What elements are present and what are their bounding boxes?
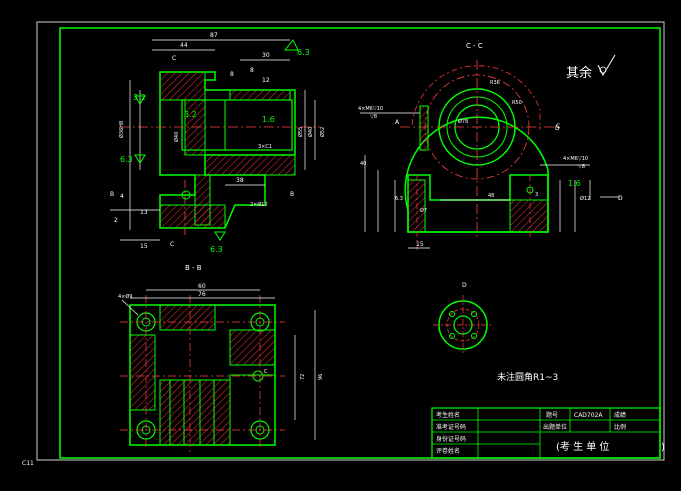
fillet-note: 未注圆角R1~3 [497,371,558,383]
dim-13: 13 [140,209,148,216]
dim-3c1: 3×C1 [258,144,272,150]
dim-40b: Ø40 [307,127,314,137]
front-view: 87 44 30 6.3 8 8 12 3.2 1.6 6.3 3.2 6.3 … [110,32,326,254]
coord-label: C11 [22,460,34,467]
dim-87: 87 [210,32,218,39]
rest-roughness-label: 其余 [566,65,592,81]
tb-r0c0: 考生姓名 [436,411,460,419]
view-d-title: D [462,282,467,289]
cc-dim-m6-right: 4×M6▽10 [563,156,588,162]
view-d: D 未注圆角R1~3 [433,282,558,383]
inner-frame [59,27,661,459]
title-block: 考生姓名 题号 CAD702A 成绩 准考证号码 出题单位 比例 身份证号码 评… [431,407,665,459]
dim-4: 4 [120,193,124,200]
tb-r1c0: 准考证号码 [436,423,466,431]
bb-label-c: C [264,369,268,375]
bb-dim-4x9: 4×Ø9 [118,293,133,300]
section-bb-view: B - B [118,264,324,455]
cc-roughness-1-6: 1.6 [568,179,581,188]
cc-label-a: A [395,119,400,126]
cc-dim-m6-left: 4×M6▽10 [358,106,383,112]
tb-close-paren: ) [661,442,665,453]
tb-r0c4: 成绩 [614,411,626,419]
tb-r3c0: 评卷姓名 [436,447,460,455]
roughness-symbol-icon [597,54,616,77]
roughness-3-2-left: 3.2 [133,93,146,102]
cc-label-c: C [556,123,560,130]
cc-dim-40: 40 [360,161,366,167]
cc-dim-48: 48 [488,193,494,199]
cc-dim-depth-left: ▽8 [370,114,377,120]
dim-40a: Ø40 [173,132,180,142]
section-cc-view: C - C 其余 [358,42,623,250]
section-bb-title: B - B [185,264,202,272]
cc-dim-78: Ø78 [458,118,468,125]
dim-15a: 15 [140,243,148,250]
cc-dim-3: 3 [535,192,538,198]
dim-52: Ø52 [319,127,326,137]
cc-dim-r50: R50 [512,100,522,106]
bb-dim-76: 76 [198,291,206,298]
cc-dim-7: Ø7 [420,207,427,214]
roughness-6-3-side: 6.3 [120,155,133,164]
label-b-left: B [110,191,114,198]
tb-r1c2: 出题单位 [543,423,567,431]
tb-r2c0: 身份证号码 [436,435,466,443]
cc-dim-15: 15 [416,241,424,248]
dim-2: 2 [114,217,118,224]
cc-dim-r36: R36 [490,80,500,86]
roughness-3-2-mid: 3.2 [184,110,197,119]
label-c-bottom: C [170,241,174,248]
tb-r1c4: 比例 [614,423,626,431]
dim-38: 38 [236,177,244,184]
label-b-right: B [290,191,294,198]
dim-36h8: Ø36H8 [118,121,125,138]
outer-frame [36,21,665,461]
dim-8a: 8 [230,71,234,78]
roughness-1-6: 1.6 [262,115,275,124]
cc-dim-3-c1: 6.3 [395,196,403,202]
dim-30: 30 [262,52,270,59]
section-cc-title: C - C [466,42,483,50]
cc-label-d-right: D [618,195,623,202]
dim-12: 12 [262,77,270,84]
dim-55: Ø55 [297,127,304,137]
dim-44: 44 [180,42,188,49]
dim-2x12: 2×Ø12 [250,201,268,208]
dim-8b: 8 [250,67,254,74]
cc-dim-depth-right: ▽8 [578,164,585,170]
bb-dim-72: 72 [300,374,306,380]
tb-r0c3: CAD702A [574,412,603,419]
label-c-top: C [172,55,176,62]
bb-dim-60: 60 [198,283,206,290]
cc-label-d-top: D [555,125,560,132]
tb-r0c2: 题号 [546,412,558,419]
bb-dim-96: 96 [318,374,324,380]
roughness-6-3-top: 6.3 [297,48,310,57]
roughness-6-3-bottom: 6.3 [210,245,223,254]
cc-dim-12: Ø12 [580,195,590,202]
tb-unit: (考 生 单 位 [556,440,609,453]
